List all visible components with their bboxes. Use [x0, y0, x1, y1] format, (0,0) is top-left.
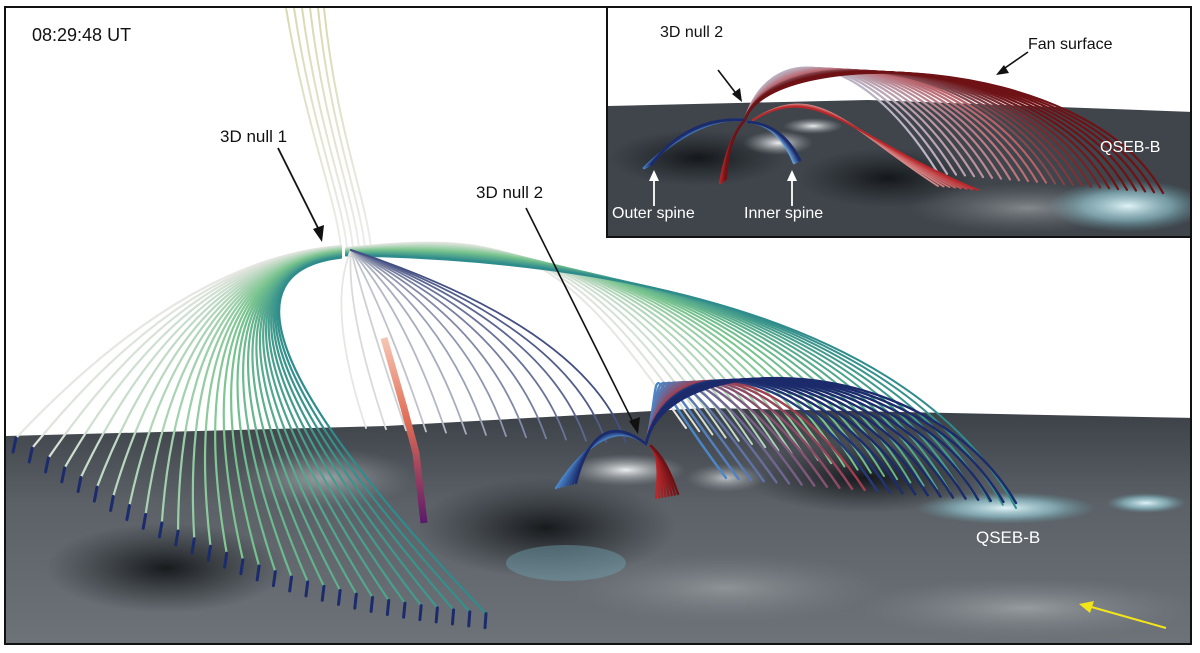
arrow-pointer-icon [996, 51, 1029, 75]
field-line-footpoint [76, 476, 83, 494]
field-line-footpoint [141, 512, 148, 530]
field-line [743, 71, 1165, 195]
field-line-footpoint [483, 612, 488, 630]
spine-line [380, 337, 428, 524]
arrow-pointer-icon [649, 170, 659, 206]
arrow-pointer-icon [717, 69, 742, 102]
field-line-footpoint [402, 601, 407, 619]
inner-spine-label: Inner spine [744, 205, 824, 222]
field-line-footpoint [190, 537, 196, 555]
field-line [752, 105, 979, 191]
field-line-footpoint [271, 570, 277, 588]
field-lines-null2 [554, 376, 1018, 505]
fan-surface-label: Fan surface [1028, 36, 1113, 53]
field-line [649, 444, 680, 496]
inset-render [608, 51, 1190, 236]
field-line [350, 249, 567, 441]
inset-field-lines [642, 66, 1165, 195]
inset-qseb-label: QSEB-B [1100, 139, 1161, 156]
field-line [350, 249, 507, 437]
field-line [350, 249, 627, 444]
field-line-footpoint [125, 504, 131, 522]
field-line [349, 249, 387, 431]
arrow-pointer-icon [787, 170, 797, 206]
field-line-render [6, 8, 1190, 643]
null1-label: 3D null 1 [220, 127, 288, 146]
field-line-footpoint [109, 494, 115, 512]
field-line-footpoint [320, 584, 326, 602]
figure-panel: 08:29:48 UT 3D null 1 3D null 2 QSEB-B [4, 6, 1192, 645]
field-line [350, 249, 607, 443]
field-line-footpoint [157, 521, 164, 539]
field-line-footpoint [385, 598, 391, 616]
arrow-pointer-icon [525, 207, 640, 434]
field-line-footpoint [467, 610, 472, 628]
field-line-footpoint [174, 529, 180, 547]
inset-surface [608, 100, 1190, 236]
field-line [350, 249, 527, 439]
field-line [724, 118, 747, 181]
field-line-stem [285, 8, 372, 249]
field-line [574, 429, 648, 485]
inset-null2-label: 3D null 2 [660, 24, 724, 41]
field-line [340, 249, 367, 429]
field-line [350, 249, 427, 433]
field-line-footpoint [239, 558, 245, 576]
photosphere-surface [6, 408, 1190, 643]
field-line-footpoint [206, 544, 212, 562]
field-line-footpoint [92, 485, 99, 503]
field-line-footpoint [255, 564, 261, 582]
field-line [746, 120, 802, 162]
field-line [350, 249, 547, 440]
field-line-footpoint [369, 595, 375, 613]
field-line-footpoint [44, 456, 50, 474]
field-line-footpoint [450, 608, 456, 626]
field-line-footpoint [11, 436, 18, 454]
field-line-footpoint [418, 604, 423, 622]
outer-spine-label: Outer spine [612, 205, 695, 222]
field-line [644, 376, 1018, 505]
field-line [350, 249, 467, 435]
qseb-label: QSEB-B [976, 528, 1041, 547]
field-line [350, 249, 487, 436]
field-line-footpoint [434, 606, 439, 624]
field-line [350, 249, 407, 432]
arrow-pointer-icon [277, 147, 324, 242]
field-line-footpoint [27, 446, 34, 464]
field-line [345, 254, 1017, 509]
field-line-footpoint [288, 575, 294, 593]
field-line [278, 256, 488, 615]
inset-panel: 3D null 2 Fan surface QSEB-B Outer spine… [606, 8, 1190, 238]
field-line-footpoint [304, 580, 310, 598]
field-line-footpoint [60, 466, 67, 484]
field-line-footpoint [353, 592, 358, 610]
field-line [350, 249, 587, 442]
field-line-footpoint [337, 588, 342, 606]
field-line-footpoint [223, 551, 229, 569]
field-line [650, 118, 747, 166]
timestamp-label: 08:29:48 UT [32, 25, 132, 45]
null2-label: 3D null 2 [476, 183, 544, 202]
arrow-pointer-yellow-icon [1079, 601, 1167, 629]
field-line [350, 249, 447, 434]
